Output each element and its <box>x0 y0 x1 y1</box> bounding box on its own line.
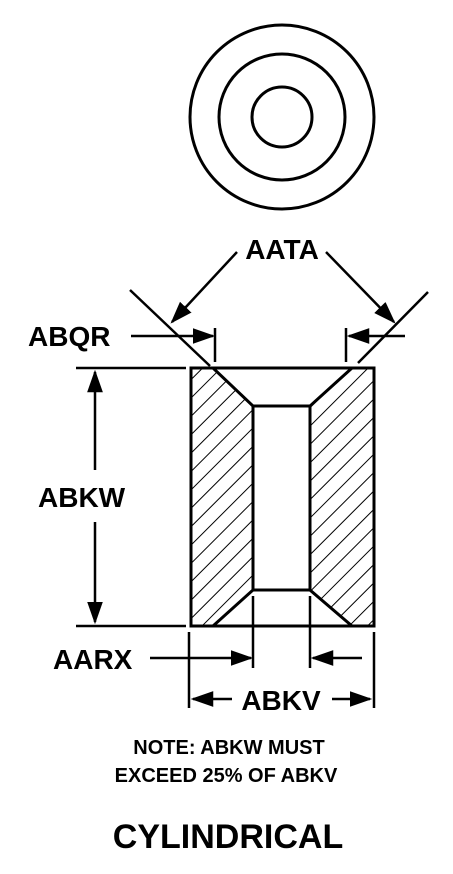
label-aarx: AARX <box>53 644 133 675</box>
aata-arrow-left <box>170 251 238 324</box>
diagram-title: CYLINDRICAL <box>113 818 343 856</box>
label-abqr: ABQR <box>28 321 110 352</box>
abqr-dimension <box>131 328 405 362</box>
middle-circle <box>217 52 347 182</box>
note-line-2: EXCEED 25% OF ABKV <box>115 765 338 787</box>
note-line-1: NOTE: ABKW MUST <box>133 737 324 759</box>
label-abkv: ABKV <box>241 685 321 716</box>
right-wall-section <box>308 366 376 628</box>
cross-section <box>189 366 376 628</box>
top-view <box>188 23 376 211</box>
label-abkw: ABKW <box>38 482 126 513</box>
aarx-dimension <box>150 596 362 668</box>
left-wall-section <box>189 366 255 628</box>
abkw-dimension <box>76 366 186 628</box>
aata-leaders <box>129 251 429 367</box>
aata-arrow-right <box>325 251 396 324</box>
label-aata: AATA <box>245 234 319 265</box>
abkv-dimension <box>187 632 376 708</box>
inner-circle <box>250 85 314 149</box>
outer-circle <box>188 23 376 211</box>
